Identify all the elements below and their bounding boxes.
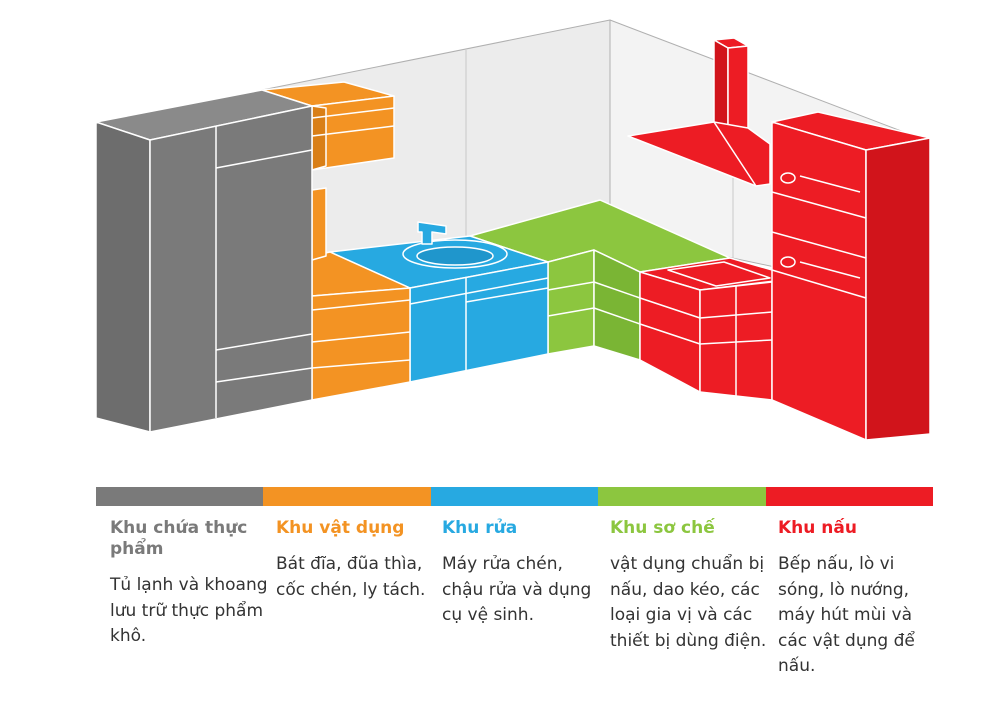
zone-utensils: Khu vật dụng Bát đĩa, đũa thìa, cốc chén… [276,518,426,603]
oven-column-side [865,137,931,441]
upper-cabinet-side [311,105,327,171]
zone-color-bar [96,487,934,506]
microwave-knob [780,256,796,268]
cooking-zone [627,37,931,441]
washing-zone [329,221,549,383]
zone-description: Bếp nấu, lò vi sóng, lò nướng, máy hút m… [778,554,915,676]
utensils-zone [261,81,411,401]
zone-title: Khu nấu [778,518,857,538]
zone-description: vật dụng chuẩn bị nấu, dao kéo, các loại… [610,554,767,651]
zone-prep: Khu sơ chế vật dụng chuẩn bị nấu, dao ké… [610,518,768,654]
zone-storage: Khu chứa thực phẩm Tủ lạnh và khoang lưu… [110,518,270,650]
cooktop [667,261,771,287]
storage-zone [95,89,313,433]
zone-title: Khu rửa [442,518,518,538]
prep-zone [469,199,731,361]
oven-column-front [771,121,867,441]
oven-knob [780,172,796,184]
kitchen-layout-illustration [95,19,931,441]
lower-cabinet-side [311,187,327,261]
pantry-side [149,105,313,433]
zone-description: Bát đĩa, đũa thìa, cốc chén, ly tách. [276,554,426,600]
sink-faucet [417,221,447,245]
zone-description: Tủ lạnh và khoang lưu trữ thực phẩm khô. [110,575,268,646]
zone-cooking: Khu nấu Bếp nấu, lò vi sóng, lò nướng, m… [778,518,938,680]
cooking-cabinet-front [639,271,701,393]
hood-chimney [713,39,729,129]
pantry-front [95,121,151,433]
prep-cabinet-front [547,249,595,355]
bar-segment-prep [598,487,766,506]
zone-washing: Khu rửa Máy rửa chén, chậu rửa và dụng c… [442,518,602,629]
zone-description: Máy rửa chén, chậu rửa và dụng cụ vệ sin… [442,554,592,625]
bar-segment-utensils [263,487,431,506]
zone-title: Khu sơ chế [610,518,715,538]
bar-segment-storage [96,487,264,506]
zone-title: Khu chứa thực phẩm [110,518,248,559]
bar-segment-cooking [765,487,934,506]
bar-segment-washing [430,487,599,506]
zone-title: Khu vật dụng [276,518,405,538]
